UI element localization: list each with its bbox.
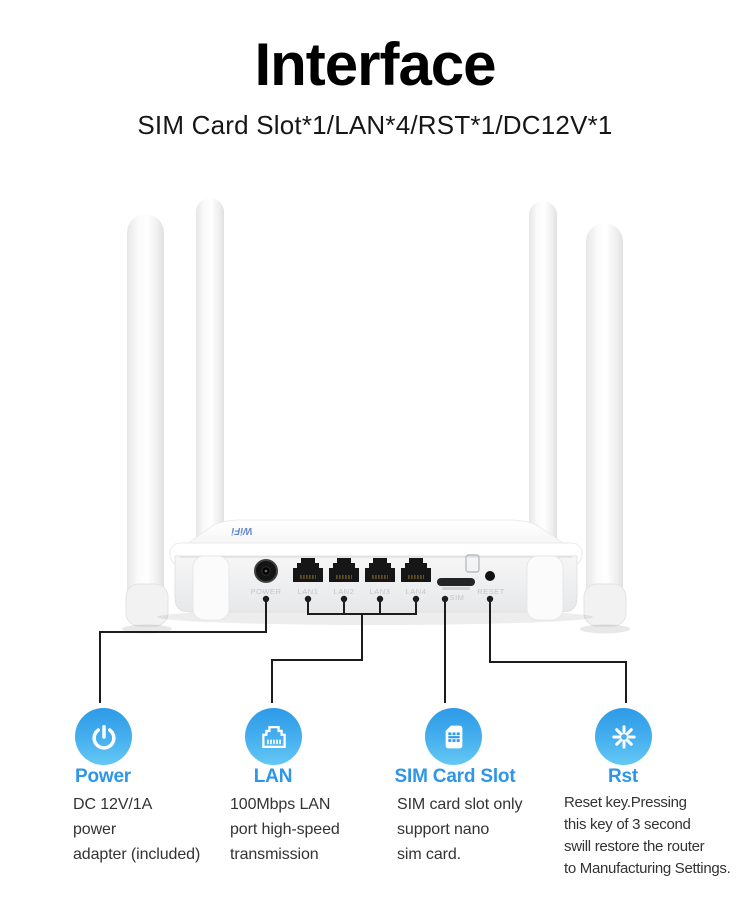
feature-desc-sim: SIM card slot only support nano sim card… xyxy=(397,792,522,867)
antenna-hinge-inner-left xyxy=(192,555,230,621)
desc-line: support nano xyxy=(397,821,490,838)
brand-logo: WiFi xyxy=(231,525,252,536)
antenna-hinge-inner-right xyxy=(526,555,564,621)
desc-line: DC 12V/1A xyxy=(73,796,153,813)
antenna-hinge-left xyxy=(125,583,169,627)
port-label-lan2: LAN2 xyxy=(334,587,355,596)
desc-line: power xyxy=(73,821,117,838)
desc-line: SIM card slot only xyxy=(397,796,523,813)
feature-desc-lan: 100Mbps LAN port high-speed transmission xyxy=(230,792,340,867)
port-label-lan4: LAN4 xyxy=(406,587,427,596)
reset-icon xyxy=(595,708,652,765)
sim-engraving-icon xyxy=(465,554,480,573)
router-illustration: WiFi xyxy=(99,198,630,703)
page-title: Interface xyxy=(254,31,496,98)
feature-title-rst: Rst xyxy=(607,766,639,787)
port-label-reset: RESET xyxy=(477,587,505,596)
router-top-surface xyxy=(178,519,574,550)
desc-line: adapter (included) xyxy=(73,846,201,863)
antenna-right-inner xyxy=(529,201,557,593)
reset-hole xyxy=(485,571,495,581)
port-label-power: POWER xyxy=(251,587,282,596)
power-port xyxy=(254,559,278,583)
desc-line: this key of 3 second xyxy=(564,816,691,833)
antenna-left-outer xyxy=(127,214,164,614)
port-label-sim: SIM xyxy=(450,593,465,602)
desc-line: 100Mbps LAN xyxy=(230,796,331,813)
feature-desc-power: DC 12V/1A power adapter (included) xyxy=(73,792,200,867)
page-subtitle: SIM Card Slot*1/LAN*4/RST*1/DC12V*1 xyxy=(137,110,613,140)
desc-line: Reset key.Pressing xyxy=(564,794,687,811)
feature-desc-rst: Reset key.Pressing this key of 3 second … xyxy=(564,792,731,880)
antenna-right-outer xyxy=(586,223,623,617)
callout-line-reset xyxy=(489,599,627,703)
power-icon xyxy=(75,708,132,765)
antenna-hinge-right xyxy=(583,583,627,627)
feature-title-sim: SIM Card Slot xyxy=(394,766,516,787)
callout-line-lan xyxy=(271,599,417,703)
desc-line: transmission xyxy=(230,846,319,863)
feature-title-lan: LAN xyxy=(253,766,293,787)
antenna-left-inner xyxy=(196,198,224,590)
foot-shadow-right xyxy=(580,624,630,634)
callout-line-power xyxy=(99,599,267,703)
sim-card-slot-port xyxy=(437,578,475,586)
sim-tray-edge xyxy=(442,587,470,590)
lan-port-icon xyxy=(245,708,302,765)
port-label-lan3: LAN3 xyxy=(370,587,391,596)
desc-line: sim card. xyxy=(397,846,461,863)
port-label-lan1: LAN1 xyxy=(298,587,319,596)
feature-title-power: Power xyxy=(74,766,132,787)
desc-line: swill restore the router xyxy=(564,838,705,855)
sim-card-icon xyxy=(425,708,482,765)
desc-line: to Manufacturing Settings. xyxy=(564,860,731,877)
desc-line: port high-speed xyxy=(230,821,340,838)
